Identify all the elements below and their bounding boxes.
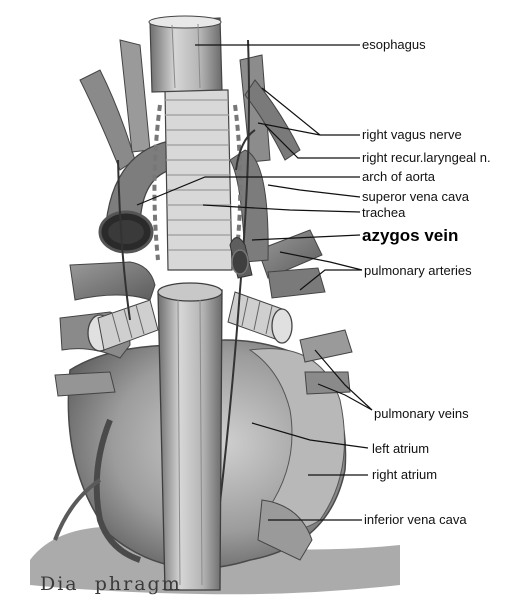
label-right-atrium: right atrium [372,467,437,482]
esophagus-shape [149,16,222,92]
label-superior-vena-cava: superor vena cava [362,189,470,204]
right-pulmonary-vein-upper [300,330,352,362]
label-esophagus: esophagus [362,37,426,52]
right-pulmonary-artery-lower [268,268,325,298]
left-pulmonary-vein-lower [55,372,115,396]
diaphragm-lettering: Dia phragm [40,573,182,595]
label-arch-of-aorta: arch of aorta [362,169,436,184]
left-pulmonary-vessel-upper [70,262,155,300]
label-azygos-vein: azygos vein [362,226,458,245]
labels: esophagus right vagus nerve right recur.… [362,37,491,527]
label-trachea: trachea [362,205,406,220]
label-right-recur-laryngeal: right recur.laryngeal n. [362,150,491,165]
label-pulmonary-veins: pulmonary veins [374,406,469,421]
label-left-atrium: left atrium [372,441,429,456]
left-bronchus [88,300,158,351]
label-inferior-vena-cava: inferior vena cava [364,512,467,527]
illustration: Dia phragm [30,16,400,595]
label-pulmonary-arteries: pulmonary arteries [364,263,472,278]
descending-esophagus [158,283,222,590]
leader-superior-vena-cava [268,185,360,197]
label-right-vagus-nerve: right vagus nerve [362,127,462,142]
